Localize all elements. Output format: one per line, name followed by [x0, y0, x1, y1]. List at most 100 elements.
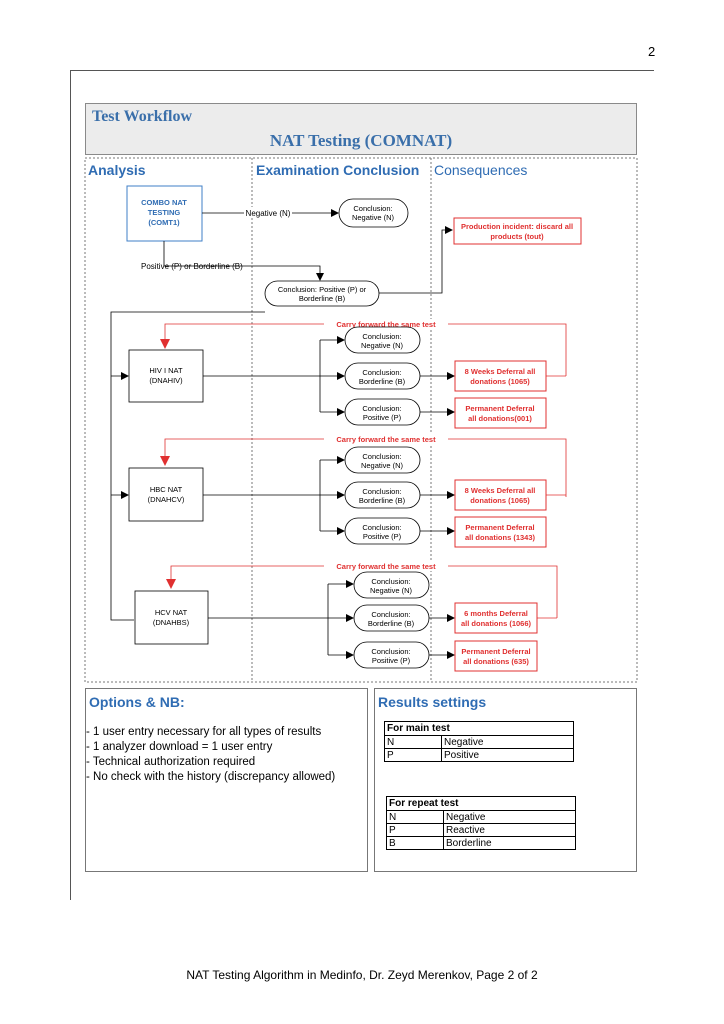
hcv-pos-cons-line-1: Permanent Deferral	[461, 647, 530, 656]
repeat-test-header: For repeat test	[386, 796, 576, 811]
hcv-pos-line-1: Conclusion:	[371, 647, 410, 656]
hbc-negative-conclusion	[344, 446, 421, 474]
left-rule	[70, 70, 71, 900]
incident-line-1: Production incident: discard all	[461, 222, 573, 231]
table-row: N Negative	[384, 735, 574, 749]
combo-neg-line-1: Conclusion:	[353, 204, 392, 213]
code-cell: P	[386, 823, 444, 837]
meaning-cell: Borderline	[443, 836, 576, 850]
hcv-positive-consequence	[454, 640, 538, 672]
table-row: N Negative	[386, 810, 576, 824]
options-title: Options & NB:	[89, 694, 185, 710]
hcv-bord-line-1: Conclusion:	[371, 610, 410, 619]
options-panel: Options & NB: - 1 user entry necessary f…	[85, 688, 368, 872]
hbc-pos-cons-line-1: Permanent Deferral	[465, 523, 534, 532]
code-cell: N	[384, 735, 442, 749]
page-title: Test Workflow	[92, 108, 193, 125]
hiv-pos-cons-line-1: Permanent Deferral	[465, 404, 534, 413]
options-item: - 1 user entry necessary for all types o…	[86, 726, 322, 738]
incident-line-2: products (tout)	[490, 232, 544, 241]
hiv-neg-line-2: Negative (N)	[361, 341, 404, 350]
combo-pos-line-2: Borderline (B)	[299, 294, 346, 303]
hbc-bord-cons-line-2: donations (1065)	[470, 496, 530, 505]
hiv-bord-cons-line-2: donations (1065)	[470, 377, 530, 386]
top-rule	[70, 70, 654, 71]
carry-forward-label-3: Carry forward the same test	[336, 562, 436, 571]
page-footer: NAT Testing Algorithm in Medinfo, Dr. Ze…	[186, 968, 538, 982]
hbc-pos-line-1: Conclusion:	[362, 523, 401, 532]
test-stage-hcv: Carry forward the same test HCV NAT (DNA…	[134, 561, 558, 672]
hbc-nat-box	[128, 467, 204, 522]
carry-forward-label-1: Carry forward the same test	[336, 320, 436, 329]
hcv-borderline-consequence	[454, 602, 538, 634]
hiv-positive-consequence	[454, 397, 547, 429]
hiv-borderline-consequence	[454, 360, 547, 392]
hbc-borderline-consequence	[454, 479, 547, 511]
hcv-box-line-1: HCV NAT	[155, 608, 188, 617]
options-item: - Technical authorization required	[86, 756, 256, 768]
incident-box	[453, 217, 582, 245]
hcv-neg-line-2: Negative (N)	[370, 586, 413, 595]
hbc-neg-line-1: Conclusion:	[362, 452, 401, 461]
test-stage-hiv: Carry forward the same test HIV I NAT (D…	[111, 319, 567, 429]
meaning-cell: Positive	[441, 748, 574, 762]
page-number: 2	[648, 44, 656, 59]
hiv-pos-cons-line-2: all donations(001)	[468, 414, 532, 423]
column-header-conclusion: Examination Conclusion	[256, 162, 420, 178]
combo-negative-conclusion	[338, 198, 409, 228]
hcv-pos-line-2: Positive (P)	[372, 656, 411, 665]
main-test-header: For main test	[384, 721, 574, 736]
table-row: P Reactive	[386, 823, 576, 837]
combo-box-line-1: COMBO NAT	[141, 198, 187, 207]
table-row: P Positive	[384, 748, 574, 762]
title-bar: Test Workflow NAT Testing (COMNAT)	[85, 103, 637, 155]
options-list: - 1 user entry necessary for all types o…	[86, 725, 335, 785]
hiv-negative-conclusion	[344, 326, 421, 354]
hiv-nat-box	[128, 349, 204, 403]
page-subtitle: NAT Testing (COMNAT)	[269, 131, 453, 150]
hiv-box-line-2: (DNAHIV)	[149, 376, 183, 385]
code-cell: N	[386, 810, 444, 824]
hcv-pos-cons-line-2: all donations (635)	[463, 657, 529, 666]
hiv-neg-line-1: Conclusion:	[362, 332, 401, 341]
hbc-box-line-1: HBC NAT	[150, 485, 183, 494]
hcv-bord-cons-line-2: all donations (1066)	[461, 619, 532, 628]
options-item: - No check with the history (discrepancy…	[86, 771, 336, 783]
meaning-cell: Negative	[443, 810, 576, 824]
hbc-pos-line-2: Positive (P)	[363, 532, 402, 541]
test-stage-hbc: Carry forward the same test HBC NAT (DNA…	[111, 434, 567, 548]
combo-neg-line-2: Negative (N)	[352, 213, 395, 222]
hbc-bord-line-1: Conclusion:	[362, 487, 401, 496]
column-header-analysis: Analysis	[88, 162, 146, 178]
meaning-cell: Reactive	[443, 823, 576, 837]
options-item: - 1 analyzer download = 1 user entry	[86, 741, 273, 753]
hcv-negative-conclusion	[353, 571, 430, 599]
hcv-bord-cons-line-1: 6 months Deferral	[464, 609, 528, 618]
hbc-positive-consequence	[454, 516, 547, 548]
repeat-test-table: For repeat test N Negative P Reactive B …	[386, 796, 576, 850]
negative-edge-label: Negative (N)	[246, 209, 291, 218]
code-cell: P	[384, 748, 442, 762]
hiv-bord-cons-line-1: 8 Weeks Deferral all	[465, 367, 536, 376]
diagram-frame	[84, 157, 638, 683]
hcv-box-line-2: (DNAHBS)	[153, 618, 190, 627]
hbc-box-line-2: (DNAHCV)	[148, 495, 185, 504]
results-settings-panel: Results settings For main test N Negativ…	[374, 688, 637, 872]
hbc-bord-line-2: Borderline (B)	[359, 496, 406, 505]
hiv-bord-line-1: Conclusion:	[362, 368, 401, 377]
code-cell: B	[386, 836, 444, 850]
hcv-bord-line-2: Borderline (B)	[368, 619, 415, 628]
hbc-neg-line-2: Negative (N)	[361, 461, 404, 470]
hcv-neg-line-1: Conclusion:	[371, 577, 410, 586]
hiv-bord-line-2: Borderline (B)	[359, 377, 406, 386]
hiv-pos-line-1: Conclusion:	[362, 404, 401, 413]
main-test-table: For main test N Negative P Positive	[384, 721, 574, 762]
hcv-nat-box	[134, 590, 209, 645]
combo-nat-box	[126, 185, 203, 242]
positive-edge-label: Positive (P) or Borderline (B)	[141, 262, 243, 271]
results-settings-title: Results settings	[378, 694, 487, 710]
combo-box-line-3: (COMT1)	[148, 218, 180, 227]
column-header-consequences: Consequences	[434, 162, 528, 178]
combo-box-line-2: TESTING	[148, 208, 181, 217]
